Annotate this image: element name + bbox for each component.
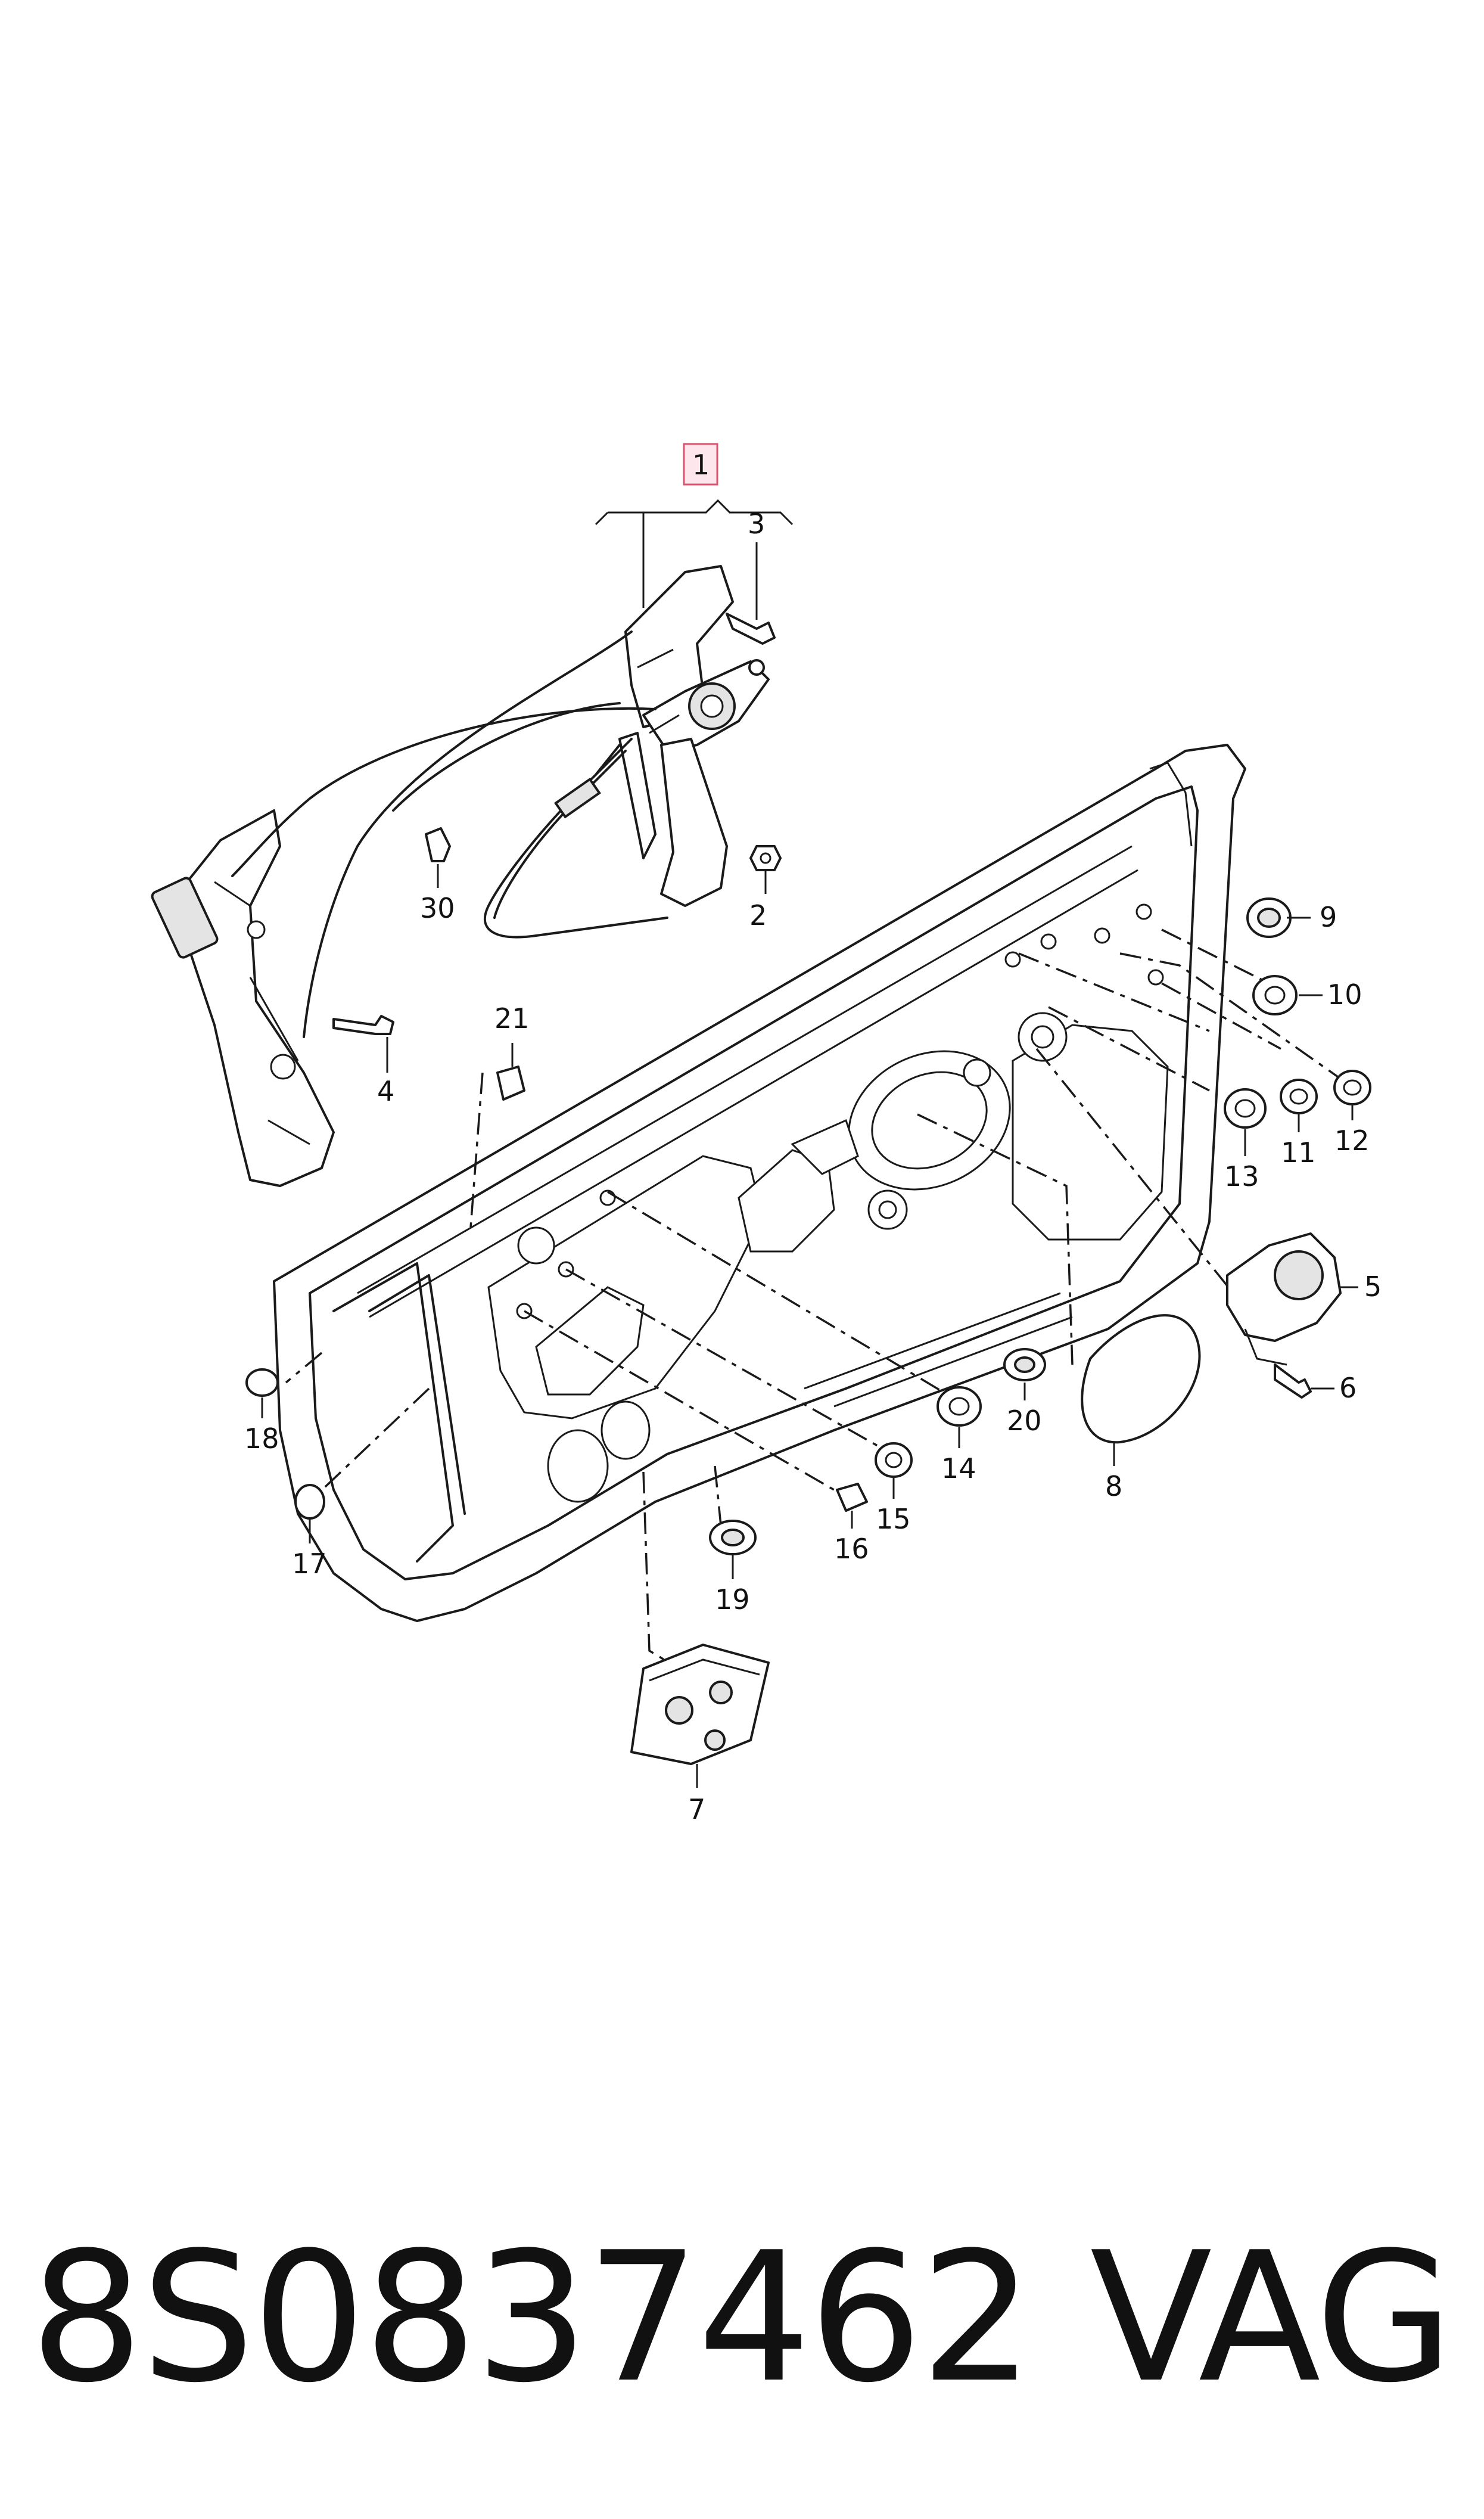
part-number: 8S0837462 — [30, 2214, 1034, 2422]
callout-1-highlight — [683, 443, 718, 486]
callout-21: 21 — [494, 1002, 530, 1035]
leader-lines — [285, 928, 1342, 1670]
callout-30: 30 — [420, 892, 455, 924]
callout-10: 10 — [1327, 979, 1362, 1011]
callout-20: 20 — [1007, 1405, 1042, 1437]
callout-13: 13 — [1224, 1160, 1259, 1192]
small-parts — [245, 613, 1371, 1765]
callout-8: 8 — [1105, 1470, 1122, 1502]
brand-name: VAG — [1090, 2214, 1454, 2422]
callout-7: 7 — [688, 1793, 705, 1825]
callout-16: 16 — [834, 1533, 869, 1565]
callout-9: 9 — [1320, 901, 1337, 933]
callout-14: 14 — [941, 1452, 976, 1484]
callout-6: 6 — [1339, 1372, 1357, 1404]
callout-18: 18 — [244, 1422, 279, 1455]
callout-11: 11 — [1281, 1136, 1316, 1169]
callout-12: 12 — [1334, 1125, 1370, 1157]
callout-leaders — [261, 499, 1358, 1788]
callout-19: 19 — [715, 1583, 750, 1616]
callout-15: 15 — [876, 1503, 911, 1535]
callout-3: 3 — [748, 508, 765, 540]
exploded-parts-diagram: 1 2 3 4 5 6 7 8 9 10 11 12 13 14 15 16 1… — [151, 443, 1382, 1825]
callout-2: 2 — [749, 899, 767, 931]
window-regulator-assembly — [151, 565, 770, 1187]
callout-4: 4 — [377, 1075, 394, 1107]
callout-labels: 1 2 3 4 5 6 7 8 9 10 11 12 13 14 15 16 1… — [244, 443, 1382, 1825]
callout-5: 5 — [1364, 1271, 1382, 1303]
door-inner-panel — [273, 744, 1246, 1622]
callout-1: 1 — [692, 449, 710, 481]
callout-17: 17 — [292, 1548, 327, 1580]
